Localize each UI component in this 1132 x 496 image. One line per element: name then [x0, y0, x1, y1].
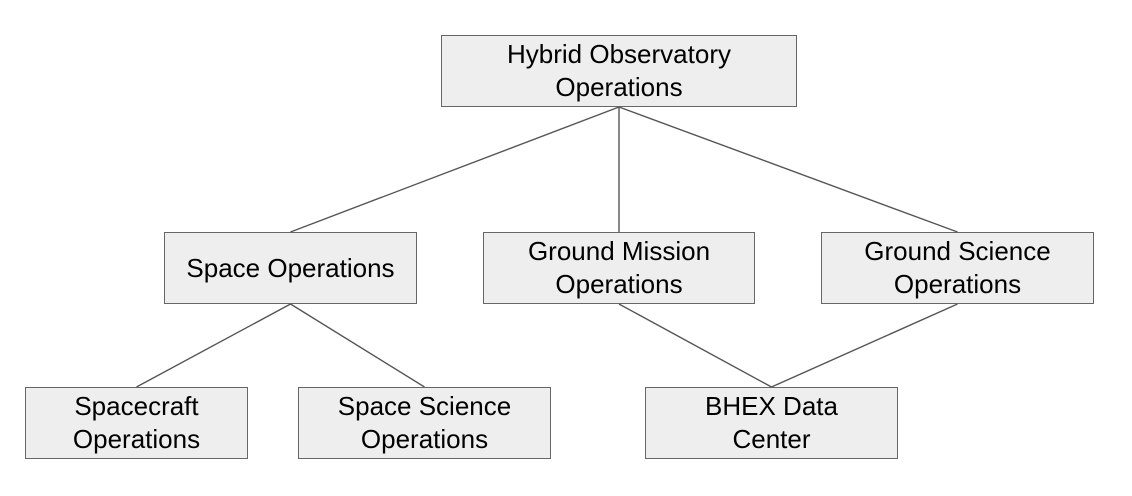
node-space-operations: Space Operations: [164, 232, 417, 304]
node-space-science-operations: Space Science Operations: [298, 387, 551, 459]
connector-ground-science-to-bhex: [771, 303, 958, 388]
connector-hybrid-to-ground-science: [618, 106, 958, 233]
node-ground-mission-operations: Ground Mission Operations: [483, 232, 755, 304]
node-ground-science-operations: Ground Science Operations: [821, 232, 1094, 304]
node-hybrid-observatory-operations: Hybrid Observatory Operations: [441, 35, 797, 107]
node-spacecraft-operations: Spacecraft Operations: [25, 387, 248, 459]
connector-space-ops-to-space-science: [290, 303, 425, 388]
connector-hybrid-to-space-ops: [290, 106, 620, 233]
connector-space-ops-to-spacecraft: [136, 303, 291, 388]
connector-ground-mission-to-bhex: [618, 303, 772, 388]
node-bhex-data-center: BHEX Data Center: [645, 387, 898, 459]
